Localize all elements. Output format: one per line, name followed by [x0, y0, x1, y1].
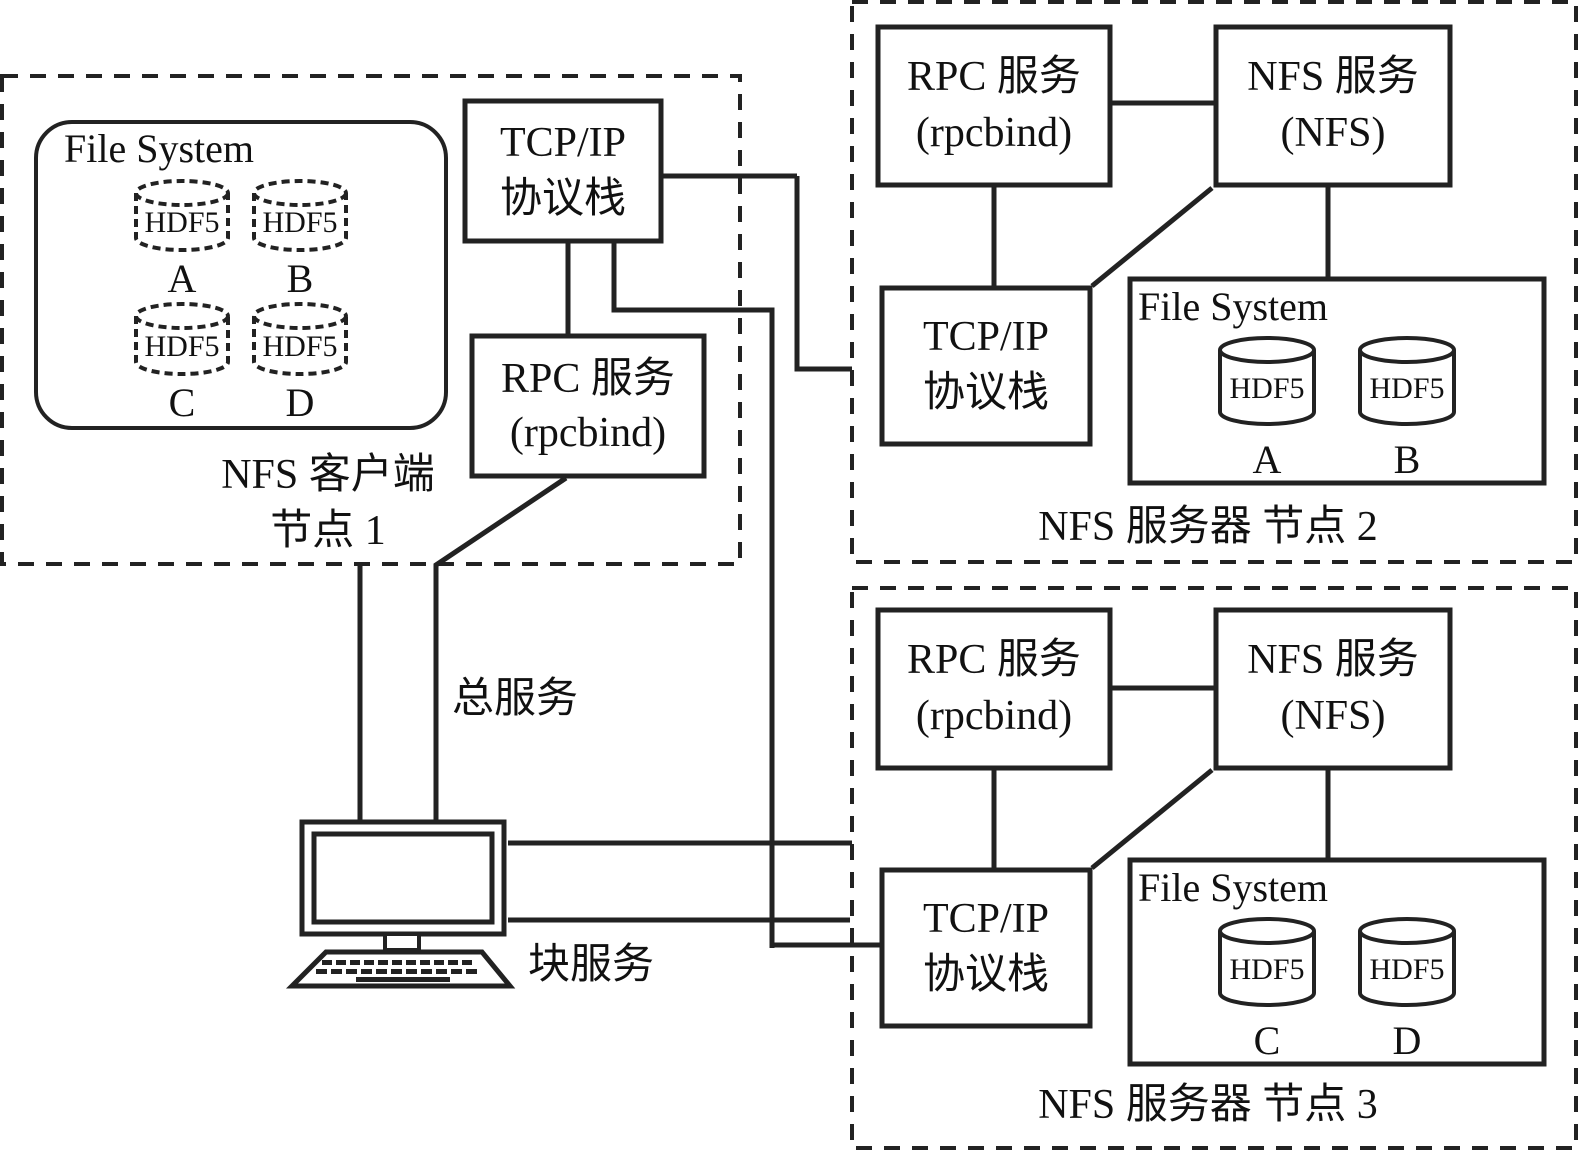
- desktop-computer-icon: [285, 819, 516, 989]
- client-node-label-line2: 节点 1: [270, 508, 386, 554]
- rpc-line2: (rpcbind): [916, 693, 1072, 739]
- server-2-nfs-service: NFS 服务 (NFS): [1213, 24, 1453, 188]
- rpc-line2: (rpcbind): [510, 410, 666, 456]
- arrow-total-service-to-rpc: [433, 475, 568, 820]
- block-service-label: 块服务: [528, 942, 654, 988]
- file-system-title: File System: [1138, 865, 1328, 910]
- disk-type: HDF5: [262, 330, 337, 363]
- hdf5-disk-c: HDF5 C: [1218, 917, 1316, 1063]
- rpc-line2: (rpcbind): [916, 110, 1072, 156]
- client-node-label-line1: NFS 客户端: [221, 451, 435, 498]
- server-node-2-label: NFS 服务器 节点 2: [1038, 504, 1378, 550]
- total-service-label: 总服务: [452, 676, 578, 722]
- arrow-nfs-tcpip: [1090, 186, 1214, 288]
- hdf5-disk-b: HDF5 B: [1358, 336, 1456, 482]
- arrow-server-3-to-client-tcpip: [611, 243, 775, 948]
- hdf5-disk-d: HDF5 D: [1358, 917, 1456, 1063]
- arrow-to-server-2: [794, 176, 852, 372]
- disk-type: HDF5: [144, 330, 219, 363]
- file-system-title: File System: [64, 126, 254, 171]
- arrow-nfs-tcpip: [1090, 768, 1214, 870]
- server-2-rpc-service: RPC 服务 (rpcbind): [875, 24, 1113, 188]
- client-tcpip-stack: TCP/IP 协议栈: [462, 98, 664, 244]
- file-system-title: File System: [1138, 284, 1328, 329]
- client-file-system: File System HDF5 A HDF5 B HDF5 C: [34, 120, 448, 430]
- hdf5-disk-c: HDF5 C: [134, 302, 230, 425]
- disk-type: HDF5: [1369, 372, 1444, 405]
- client-node-1: File System HDF5 A HDF5 B HDF5 C: [0, 74, 742, 566]
- rpc-line1: RPC 服务: [907, 54, 1081, 100]
- hdf5-disk-a: HDF5 A: [134, 179, 230, 301]
- tcpip-line2: 协议栈: [500, 176, 626, 222]
- rpc-line1: RPC 服务: [907, 637, 1081, 683]
- tcpip-line2: 协议栈: [923, 370, 1049, 416]
- client-rpc-service: RPC 服务 (rpcbind): [469, 333, 707, 479]
- disk-type: HDF5: [262, 206, 337, 239]
- nfs-line1: NFS 服务: [1247, 637, 1419, 683]
- tcpip-line1: TCP/IP: [923, 896, 1049, 942]
- disk-label: C: [169, 380, 196, 425]
- client-node-boundary: [0, 74, 742, 566]
- nfs-line1: NFS 服务: [1247, 54, 1419, 100]
- disk-label: B: [287, 256, 314, 301]
- server-2-tcpip-stack: TCP/IP 协议栈: [879, 285, 1093, 447]
- disk-type: HDF5: [1229, 953, 1304, 986]
- nfs-line2: (NFS): [1280, 693, 1385, 739]
- disk-type: HDF5: [144, 206, 219, 239]
- hdf5-disk-a: HDF5 A: [1218, 336, 1316, 482]
- server-node-3-label: NFS 服务器 节点 3: [1038, 1082, 1378, 1128]
- tcpip-line2: 协议栈: [923, 952, 1049, 998]
- server-3-tcpip-stack: TCP/IP 协议栈: [879, 867, 1093, 1029]
- server-2-file-system: File System HDF5 A HDF5 B: [1127, 276, 1547, 486]
- server-3-file-system: File System HDF5 C HDF5 D: [1127, 857, 1547, 1067]
- disk-label: A: [1253, 437, 1282, 482]
- disk-label: D: [286, 380, 315, 425]
- server-node-3: RPC 服务 (rpcbind) NFS 服务 (NFS) TCP/IP 协议栈…: [850, 586, 1578, 1150]
- disk-label: C: [1254, 1018, 1281, 1063]
- server-3-nfs-service: NFS 服务 (NFS): [1213, 607, 1453, 771]
- disk-label: D: [1393, 1018, 1422, 1063]
- server-3-rpc-service: RPC 服务 (rpcbind): [875, 607, 1113, 771]
- disk-label: B: [1394, 437, 1421, 482]
- disk-type: HDF5: [1369, 953, 1444, 986]
- tcpip-line1: TCP/IP: [923, 314, 1049, 360]
- tcpip-line1: TCP/IP: [500, 120, 626, 166]
- server-node-2: RPC 服务 (rpcbind) NFS 服务 (NFS) TCP/IP 协议栈…: [850, 0, 1578, 564]
- nfs-line2: (NFS): [1280, 110, 1385, 156]
- disk-label: A: [168, 256, 197, 301]
- hdf5-disk-d: HDF5 D: [252, 302, 348, 425]
- rpc-line1: RPC 服务: [501, 356, 675, 402]
- disk-type: HDF5: [1229, 372, 1304, 405]
- hdf5-disk-b: HDF5 B: [252, 179, 348, 301]
